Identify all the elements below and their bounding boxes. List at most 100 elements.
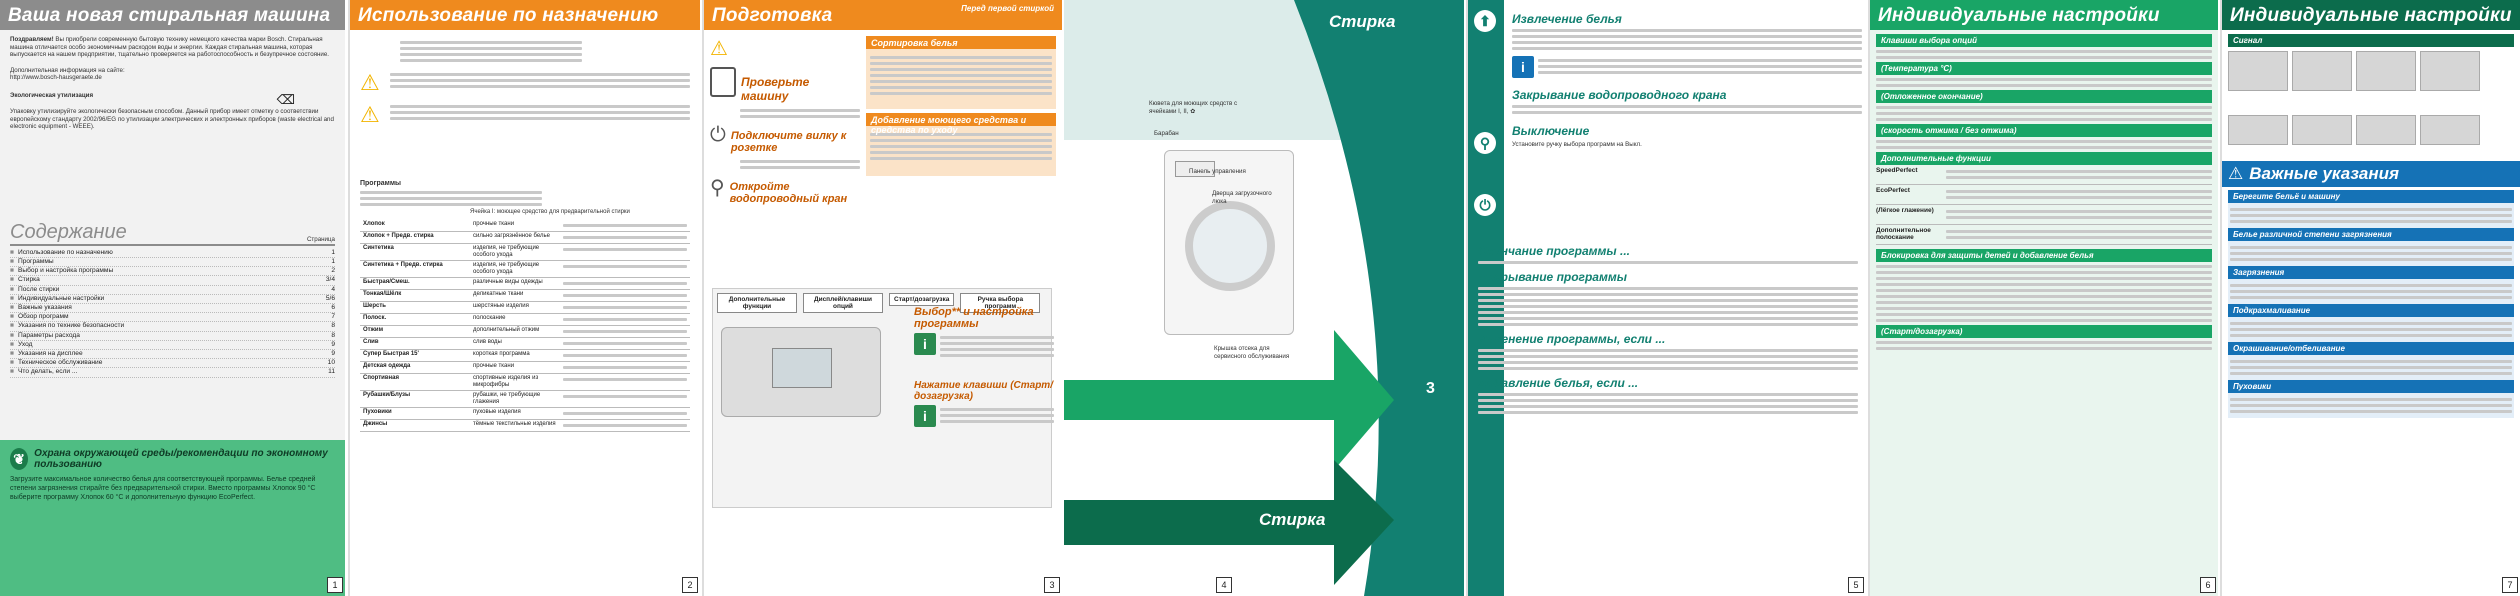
program-notes — [560, 361, 690, 375]
programs-label: Программы — [360, 180, 402, 187]
note-bar: Пуховики — [2228, 380, 2514, 393]
add-laundry-title: Добавление белья, если ... — [1478, 376, 1639, 390]
toc-bullet-icon: ■ — [10, 285, 14, 293]
program-desc: короткая программа — [470, 349, 560, 363]
toc-bullet-icon: ■ — [10, 248, 14, 256]
program-row: Быстрая/Смеш.различные виды одежды — [360, 277, 690, 291]
page-number: 3 — [1044, 577, 1060, 593]
signal-diagram-7 — [2356, 115, 2416, 145]
toc-label: Уход — [17, 340, 33, 348]
toc-label: После стирки — [17, 285, 60, 293]
page-number: 6 — [2200, 577, 2216, 593]
close-tap-title: Закрывание водопроводного крана — [1512, 88, 1727, 102]
toc-label: Выбор и настройка программы — [17, 267, 114, 275]
subtitle: Перед первой стиркой — [864, 0, 1062, 30]
page-7: Индивидуальные настройки Сигнал ⚠ Важные… — [2220, 0, 2520, 596]
page-3: Подготовка Перед первой стиркой ⚠ Провер… — [702, 0, 1062, 596]
toc-title: Содержание — [10, 220, 127, 243]
toc-page: 7 — [331, 313, 335, 321]
note-bar: Подкрахмаливание — [2228, 304, 2514, 317]
note-bar: Окрашивание/отбеливание — [2228, 342, 2514, 355]
leaf-icon: ❦ — [10, 448, 29, 470]
program-name: Синтетика — [360, 243, 470, 262]
program-desc: изделия, не требующие особого ухода — [470, 260, 560, 279]
wash-flow-graphic — [1064, 0, 1464, 596]
program-notes — [560, 243, 690, 262]
program-desc: прочные ткани — [470, 220, 560, 233]
toc-page: 6 — [331, 303, 335, 311]
extra-func-row: (Лёгкое глажение) — [1876, 205, 2212, 225]
display-screen — [772, 348, 832, 388]
detergent-drawer — [1175, 161, 1215, 177]
toc-item[interactable]: ■Что делать, если ...11 — [10, 368, 335, 378]
info-title: Дополнительная информация на сайте: — [10, 66, 125, 74]
panel-label: Дисплей/клавиши опций — [803, 293, 883, 313]
program-name: Хлопок + Предв. стирка — [360, 231, 470, 245]
program-name: Тонкая/Шёлк — [360, 289, 470, 303]
interrupt-title: Прерывание программы — [1478, 270, 1627, 284]
step-2: 2 — [1270, 423, 1276, 434]
program-name: Быстрая/Смеш. — [360, 277, 470, 291]
page-2-title: Использование по назначению — [350, 0, 700, 30]
page-number: 4 — [1216, 577, 1232, 593]
program-name: Отжим — [360, 325, 470, 339]
prewash-text: Ячейка I: моющее средство для предварите… — [470, 208, 630, 215]
signal-diagram-5 — [2228, 115, 2288, 145]
off-title: Выключение — [1512, 124, 1590, 138]
program-desc: спортивные изделия из микрофибры — [470, 373, 560, 392]
program-name: Рубашки/Блузы — [360, 390, 470, 409]
spin-bar: (скорость отжима / без отжима) — [1876, 124, 2212, 137]
warn-title: Важные указания — [2249, 164, 2399, 183]
page-3-title: Подготовка — [704, 0, 864, 30]
toc-label: Указания по технике безопасности — [17, 322, 125, 330]
detergent-bar: Добавление моющего средства и средства п… — [866, 113, 1056, 135]
eco-title: Экологическая утилизация — [10, 91, 94, 99]
toc-page: 3/4 — [325, 276, 335, 284]
toc-bullet-icon: ■ — [10, 303, 14, 311]
env-box: ❦ Охрана окружающей среды/рекомендации п… — [0, 440, 345, 596]
extra-func-row: EcoPerfect — [1876, 185, 2212, 205]
program-desc: пуховые изделия — [470, 407, 560, 421]
machine-door — [1185, 201, 1275, 291]
program-name: Слив — [360, 337, 470, 351]
page-number: 5 — [1848, 577, 1864, 593]
bosch-url[interactable]: http://www.bosch-hausgeraete.de — [10, 74, 102, 82]
page-number: 2 — [682, 577, 698, 593]
toc-label: Обзор программ — [17, 313, 69, 321]
start-bar: (Старт/дозагрузка) — [1876, 325, 2212, 338]
off-text: Установите ручку выбора программ на Выкл… — [1512, 141, 1642, 148]
warning-icon: ⚠ — [710, 38, 728, 60]
toc-label: Программы — [17, 257, 54, 265]
program-name: Синтетика + Предв. стирка — [360, 260, 470, 279]
note-section: Загрязнения — [2228, 266, 2514, 304]
toc-bullet-icon: ■ — [10, 359, 14, 367]
child-lock-bar: Блокировка для защиты детей и добавление… — [1876, 249, 2212, 262]
remove-title: Извлечение белья — [1512, 12, 1622, 26]
plug-title: Подключите вилку к розетке — [730, 130, 847, 154]
note-bar: Берегите бельё и машину — [2228, 190, 2514, 203]
